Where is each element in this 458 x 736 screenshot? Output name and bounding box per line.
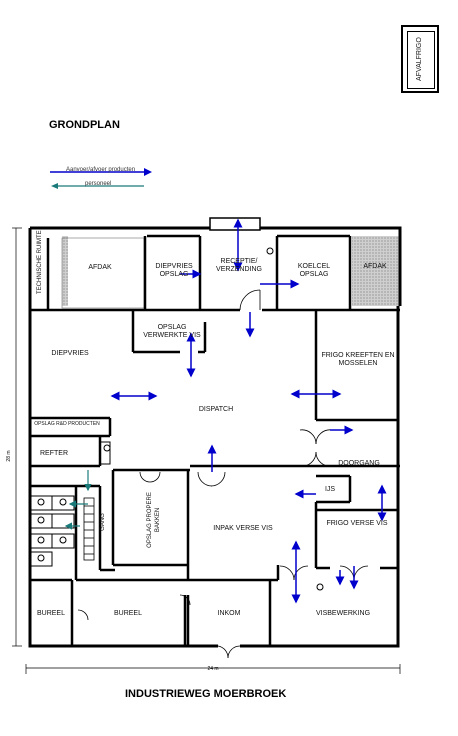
dimension-lines (12, 227, 401, 674)
outer-walls (28, 226, 402, 648)
legend (50, 168, 152, 189)
legend-personnel-label: personeel (85, 181, 112, 187)
room-afdak-left: AFDAK (88, 264, 112, 271)
personnel-arrows (64, 470, 92, 530)
room-bureel-2: BUREEL (113, 610, 142, 617)
address-title: INDUSTRIEWEG MOERBROEK (125, 688, 287, 700)
room-inkom: INKOM (217, 610, 241, 617)
room-afdak-right: AFDAK (363, 263, 387, 270)
doors (77, 289, 369, 659)
afdak-right-hatch (352, 236, 400, 306)
toilets (29, 495, 75, 567)
room-gang: GANG (100, 513, 106, 531)
fixtures (99, 247, 324, 591)
page-title: GRONDPLAN (49, 119, 120, 131)
legend-products-label: Aanvoer/afvoer producten (66, 167, 136, 173)
afdak-left-area (61, 237, 145, 309)
room-diepvries-opslag: DIEPVRIES OPSLAG (155, 263, 193, 278)
dim-width: 24 m (207, 666, 218, 672)
room-opslag-rd: OPSLAG R&D PRODUCTEN (34, 421, 100, 427)
room-ijs: IJS (324, 486, 336, 493)
room-receptie: RECEPTIE/ VERZENDING (216, 258, 262, 273)
room-diepvries: DIEPVRIES (51, 350, 89, 357)
room-dispatch: DISPATCH (198, 406, 234, 413)
room-refter: REFTER (40, 450, 68, 457)
room-opslag-propere-bakken: OPSLAG PROPERE BAKKEN (147, 492, 161, 548)
room-visbewerking: VISBEWERKING (315, 610, 371, 617)
room-frigo-verse-vis: FRIGO VERSE VIS (326, 520, 388, 527)
staircase (83, 497, 95, 561)
room-bureel-1: BUREEL (36, 610, 65, 617)
afdak-left-hatch (62, 236, 68, 306)
product-arrows (110, 218, 387, 604)
room-inpak-verse-vis: INPAK VERSE VIS (213, 525, 273, 532)
room-doorgang: DOORGANG (338, 460, 380, 467)
afval-frigo-box (401, 25, 439, 93)
room-koelcel-opslag: KOELCEL OPSLAG (297, 263, 331, 278)
room-technische-ruimte: TECHNISCHE RUIMTE (37, 230, 43, 294)
dim-height: 28 m (6, 450, 12, 461)
room-frigo-kreeften: FRIGO KREEFTEN EN MOSSELEN (321, 352, 395, 367)
room-opslag-verwerkte-vis: OPSLAG VERWERKTE VIS (143, 324, 201, 339)
interior-walls (30, 234, 400, 646)
